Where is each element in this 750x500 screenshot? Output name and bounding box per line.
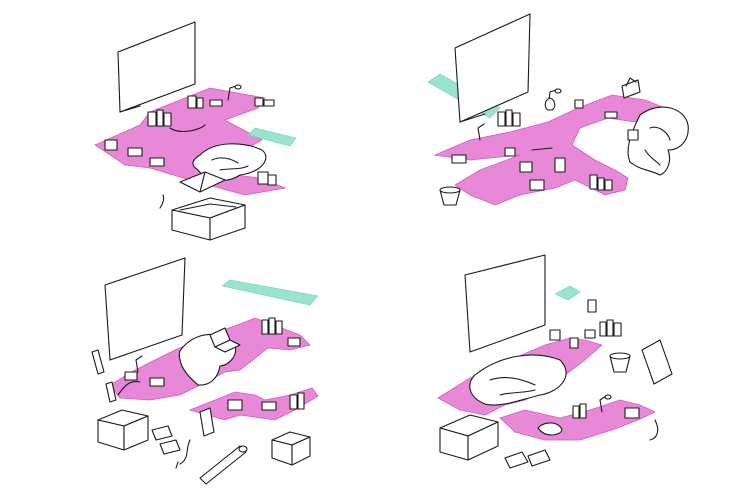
rug-folds: [211, 157, 249, 171]
cable: [159, 124, 206, 209]
window-frame: [117, 21, 196, 113]
bookshelf-group: [572, 319, 622, 419]
light-patch: [221, 279, 319, 306]
leaning-board: [641, 339, 673, 385]
floor-path: [433, 94, 667, 206]
floor-clutter: [124, 337, 301, 437]
chair-with-sheet: [627, 106, 689, 176]
standing-panels: [91, 349, 117, 403]
window-frame: [104, 257, 186, 361]
lamp: [599, 394, 612, 413]
floor-path: [499, 399, 656, 441]
rolled-tube: [199, 445, 248, 485]
storage-box: [97, 409, 149, 451]
cable: [175, 439, 191, 469]
wastebasket: [439, 186, 461, 206]
vase: [544, 97, 556, 111]
bookshelf-group: [147, 95, 204, 127]
light-patch: [247, 127, 297, 147]
window-sill: [119, 105, 141, 113]
rug: [192, 143, 267, 181]
storage-box: [171, 197, 246, 241]
paper-sheets: [151, 425, 181, 455]
desk-clutter: [104, 97, 277, 186]
bookshelf-group: [261, 317, 305, 410]
light-patch: [554, 285, 581, 301]
floor-path: [188, 387, 319, 421]
picture-frame: [621, 77, 641, 99]
paper-sheets: [504, 449, 551, 469]
lamp: [117, 355, 143, 396]
laptop: [209, 327, 241, 353]
panel-top-left: [94, 21, 297, 241]
window-frame: [464, 254, 546, 353]
window-frame: [454, 13, 531, 123]
panel-top-right: [427, 13, 689, 206]
panel-bottom-left: [91, 257, 319, 485]
rug: [469, 354, 567, 406]
bookshelf-group: [497, 109, 613, 191]
window-sill: [459, 113, 486, 123]
cable: [649, 419, 659, 441]
floor-clutter: [451, 99, 639, 191]
storage-box: [439, 414, 499, 461]
panel-bottom-right: [437, 254, 673, 469]
storage-box: [271, 431, 311, 466]
book-spine: [199, 171, 206, 193]
floor-clutter: [537, 299, 640, 436]
wastebasket: [609, 352, 631, 373]
lamp: [227, 84, 242, 101]
